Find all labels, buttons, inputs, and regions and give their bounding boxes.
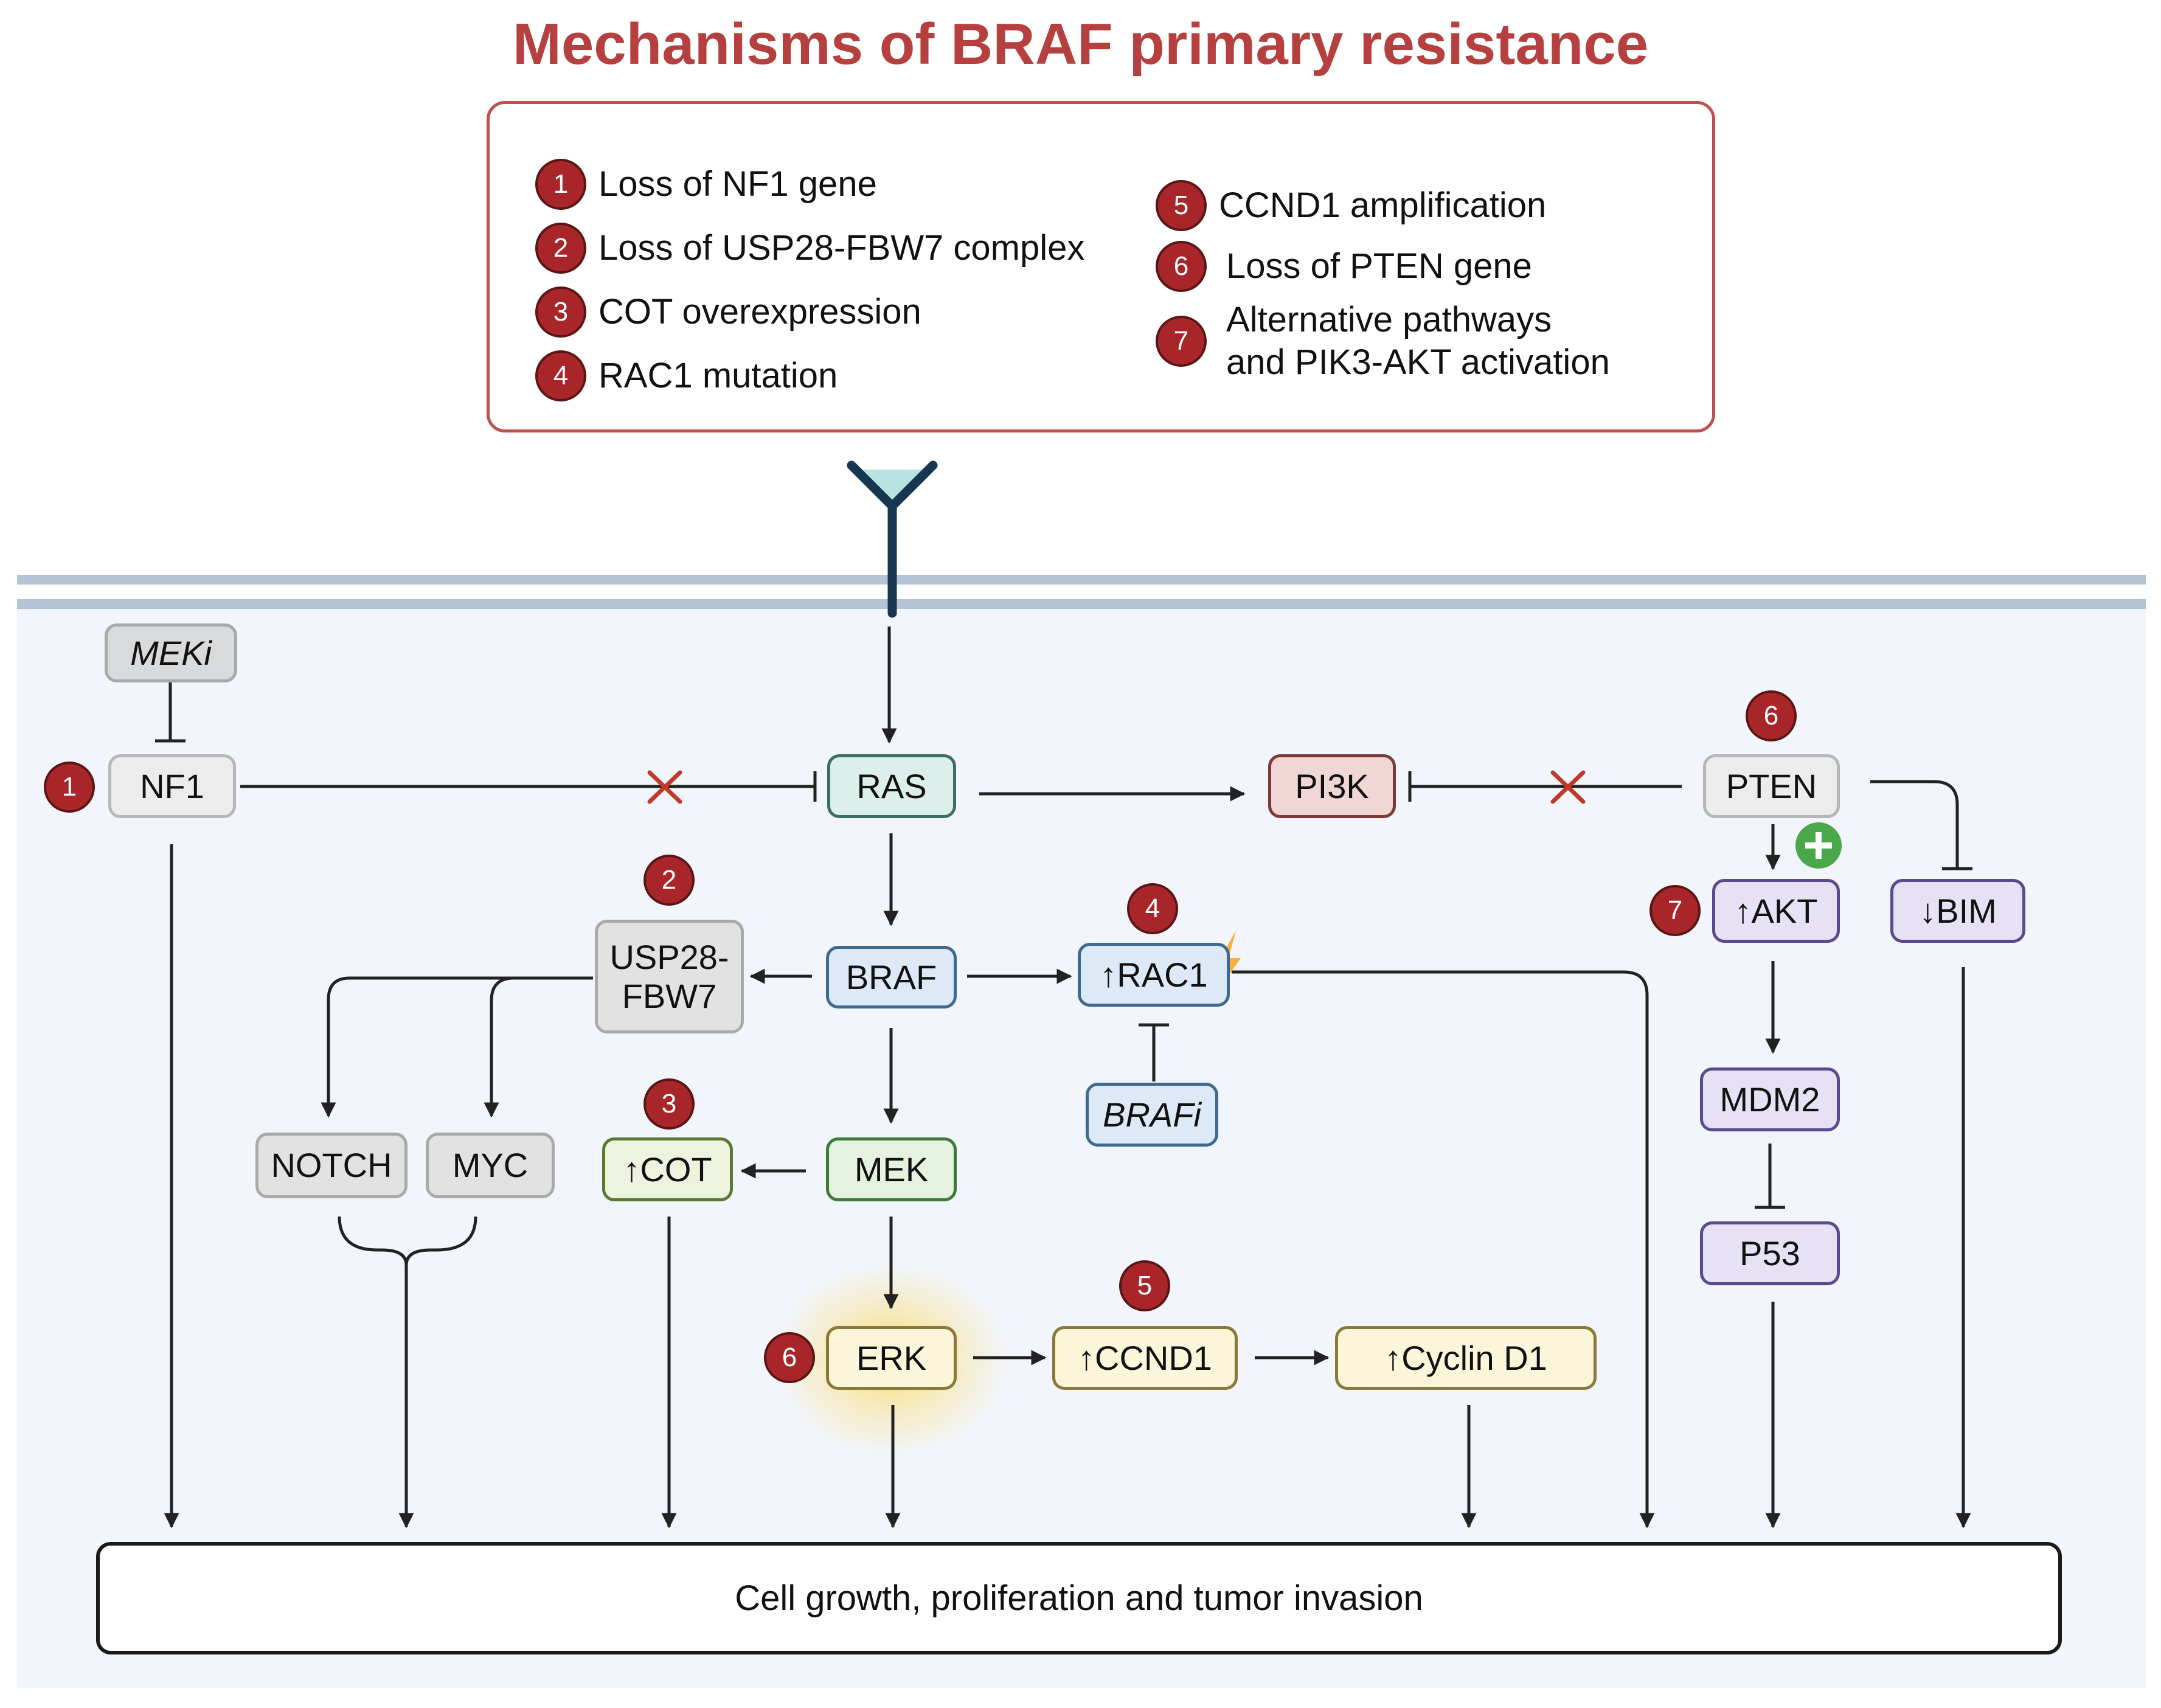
myc-node: MYC [426, 1133, 555, 1198]
badge-5-ccnd1: 5 [1119, 1260, 1170, 1311]
badge-3-cot: 3 [643, 1078, 695, 1130]
legend-item: 7 Alternative pathways and PIK3-AKT acti… [1156, 299, 1610, 384]
akt-node: ↑AKT [1712, 879, 1840, 943]
inhibit-pten-bim [1870, 780, 1959, 869]
cyclin-d1-node: ↑Cyclin D1 [1335, 1326, 1597, 1390]
cot-node: ↑COT [602, 1137, 733, 1201]
badge-4: 4 [535, 350, 586, 401]
badge-1-nf1: 1 [44, 762, 95, 813]
cell-membrane-inner [17, 599, 2146, 609]
pten-node: PTEN [1703, 754, 1840, 818]
pi3k-node: PI3K [1268, 754, 1396, 818]
arrow-rac1-outcome [1232, 970, 1655, 1529]
nf1-node: NF1 [108, 754, 236, 818]
badge-6-pten: 6 [1746, 690, 1797, 741]
mek-node: MEK [826, 1137, 957, 1201]
badge-6: 6 [1156, 241, 1207, 292]
bim-node: ↓BIM [1890, 879, 2025, 943]
receptor-icon [847, 460, 938, 618]
legend-item-label: Loss of NF1 gene [598, 164, 877, 204]
meki-node: MEKi [105, 623, 237, 682]
badge-7-akt: 7 [1649, 885, 1701, 936]
ccnd1-node: ↑CCND1 [1052, 1326, 1238, 1390]
mdm2-node: MDM2 [1700, 1068, 1840, 1131]
outcome-box: Cell growth, proliferation and tumor inv… [96, 1542, 2062, 1654]
legend-item-label: COT overexpression [598, 292, 921, 332]
arrow-usp28-notch [321, 976, 593, 1118]
loss-x-icon-pten [1550, 770, 1586, 804]
cell-membrane-outer [17, 575, 2146, 585]
ras-node: RAS [827, 754, 956, 818]
badge-6-erk: 6 [764, 1332, 815, 1383]
rac1-node: ↑RAC1 [1078, 943, 1230, 1007]
legend-item-label: Alternative pathways and PIK3-AKT activa… [1226, 300, 1610, 382]
badge-4-rac1: 4 [1127, 883, 1178, 934]
diagram-title: Mechanisms of BRAF primary resistance [512, 12, 1649, 77]
badge-2-usp28: 2 [643, 855, 695, 906]
badge-7: 7 [1156, 316, 1207, 367]
legend-item: 4 RAC1 mutation [535, 350, 838, 401]
notch-myc-brace [338, 1216, 477, 1266]
mechanisms-legend: 1 Loss of NF1 gene 2 Loss of USP28-FBW7 … [487, 101, 1715, 432]
legend-item: 6 Loss of PTEN gene [1156, 241, 1532, 292]
legend-item: 1 Loss of NF1 gene [535, 159, 877, 210]
legend-item-label: CCND1 amplification [1219, 186, 1547, 225]
arrow-usp28-myc [484, 976, 515, 1118]
p53-node: P53 [1700, 1221, 1840, 1285]
legend-item-label: Loss of PTEN gene [1226, 246, 1532, 286]
badge-2: 2 [535, 223, 586, 274]
plus-activation-icon [1795, 822, 1842, 869]
brafi-node: BRAFi [1086, 1083, 1218, 1147]
loss-x-icon-nf1 [647, 770, 682, 804]
legend-item: 2 Loss of USP28-FBW7 complex [535, 223, 1084, 274]
badge-3: 3 [535, 286, 586, 338]
erk-node: ERK [826, 1326, 957, 1390]
legend-item-label: RAC1 mutation [598, 356, 838, 395]
legend-item: 3 COT overexpression [535, 286, 921, 338]
braf-node: BRAF [826, 946, 957, 1008]
legend-item: 5 CCND1 amplification [1156, 180, 1546, 231]
badge-1: 1 [535, 159, 586, 210]
usp28-fbw7-node: USP28- FBW7 [595, 920, 744, 1033]
notch-node: NOTCH [255, 1133, 408, 1198]
legend-item-label: Loss of USP28-FBW7 complex [598, 228, 1085, 268]
badge-5: 5 [1156, 180, 1207, 231]
